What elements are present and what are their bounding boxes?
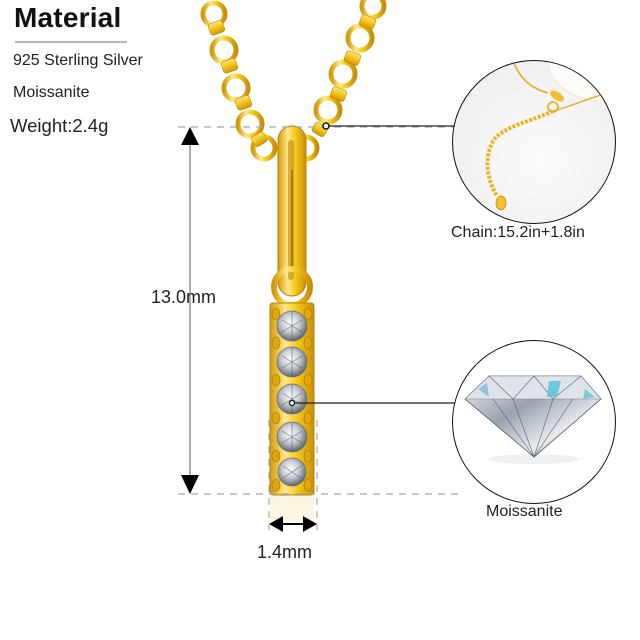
spec-material-stone: Moissanite bbox=[13, 84, 90, 101]
spec-material-silver: 925 Sterling Silver bbox=[13, 52, 143, 69]
pendant-bail bbox=[277, 125, 307, 297]
chain-length-label: Chain:15.2in+1.8in bbox=[451, 224, 585, 241]
spec-weight: Weight:2.4g bbox=[10, 115, 109, 136]
stone-type-label: Moissanite bbox=[486, 503, 563, 520]
arrow-left-icon bbox=[269, 516, 283, 532]
chain-left-strand bbox=[200, 0, 278, 162]
arrow-up-icon bbox=[181, 127, 199, 145]
title-underline bbox=[15, 41, 127, 43]
pendant-bar bbox=[269, 302, 315, 496]
arrow-right-icon bbox=[303, 516, 317, 532]
stone-leader-line bbox=[288, 399, 455, 407]
height-label: 13.0mm bbox=[151, 287, 217, 307]
material-title: Material bbox=[14, 2, 122, 33]
width-label: 1.4mm bbox=[257, 542, 313, 562]
chain-leader-line bbox=[322, 122, 456, 130]
stone-detail-circle bbox=[452, 340, 616, 504]
arrow-down-icon bbox=[181, 475, 199, 494]
height-dimension bbox=[178, 126, 460, 530]
chain-detail-circle bbox=[452, 60, 616, 224]
moissanite-gem-image bbox=[464, 375, 602, 464]
chain-extender-image bbox=[485, 61, 615, 211]
